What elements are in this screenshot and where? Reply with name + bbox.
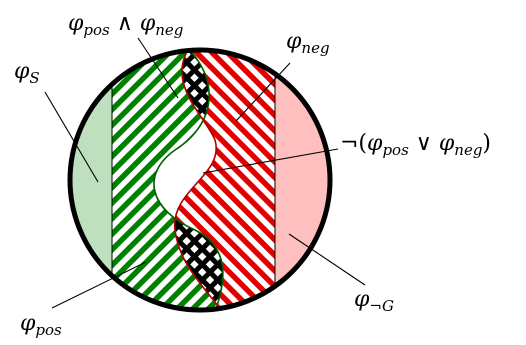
leader-phi-pos-and-neg (137, 37, 179, 99)
universe-circle (67, 47, 333, 313)
leader-phi-not-g (288, 233, 366, 286)
leader-not-pos-or-neg (202, 148, 339, 174)
label-phi-neg: φneg (286, 29, 330, 57)
region-phi-s-solid (70, 50, 112, 310)
phi-neg-boundary (174, 50, 236, 310)
phi-pos-boundary (153, 50, 224, 310)
label-phi-pos: φpos (20, 311, 62, 339)
leader-phi-neg (235, 62, 291, 122)
label-phi-pos-and-neg: φpos ∧ φneg (68, 11, 183, 39)
regions (70, 50, 330, 310)
leader-phi-s (44, 91, 99, 183)
leader-phi-pos (51, 261, 147, 309)
label-phi-s: φS (14, 59, 40, 87)
label-not-pos-or-neg: ¬(φpos ∨ φneg) (340, 131, 491, 159)
label-phi-not-g: φ¬G (354, 287, 394, 315)
